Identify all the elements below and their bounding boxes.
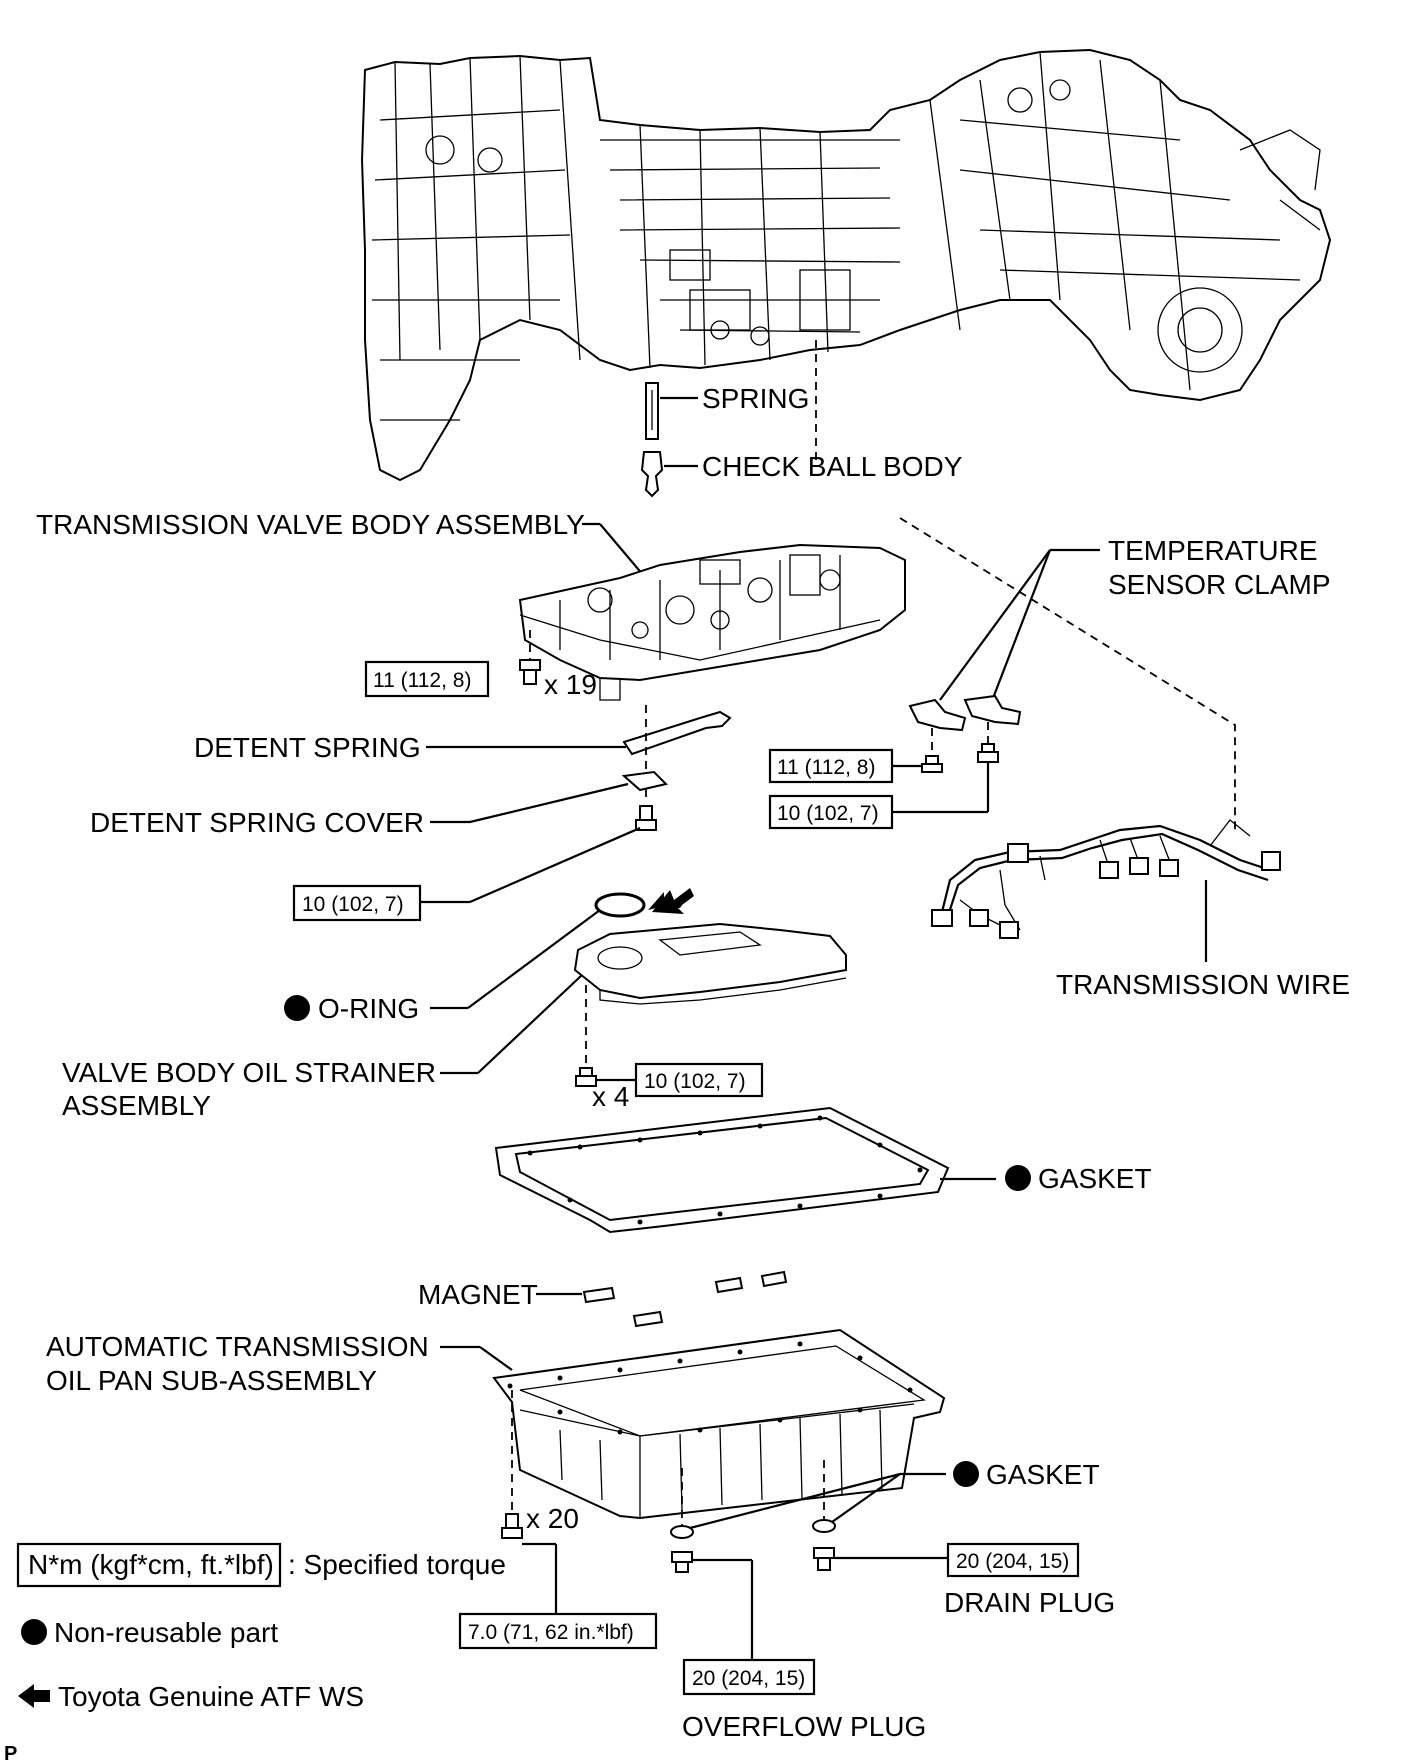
label-check-ball-body: CHECK BALL BODY — [702, 451, 963, 482]
legend-torque-description: : Specified torque — [288, 1549, 506, 1580]
label-overflow-plug: OVERFLOW PLUG — [682, 1711, 926, 1742]
torque-overflow-plug: 20 (204, 15) — [692, 1667, 805, 1690]
label-magnet: MAGNET — [418, 1279, 538, 1310]
valve-body-assembly-part — [518, 543, 906, 701]
clamp-bolt-b — [977, 743, 999, 763]
temp-sensor-clamp-b — [963, 694, 1022, 726]
torque-drain-plug: 20 (204, 15) — [956, 1550, 1069, 1573]
legend-atf: Toyota Genuine ATF WS — [58, 1681, 364, 1712]
torque-clamp-a: 11 (112, 8) — [777, 756, 875, 779]
drain-plug-part — [813, 1547, 835, 1571]
magnet-parts — [582, 1270, 788, 1328]
qty-pan-bolts: x 20 — [526, 1503, 579, 1534]
qty-valve-body-bolts: x 19 — [544, 669, 597, 700]
valve-body-oil-strainer-part — [573, 922, 847, 1005]
overflow-plug-gasket — [670, 1525, 694, 1539]
overflow-plug-part — [671, 1551, 693, 1573]
torque-strainer: 10 (102, 7) — [644, 1070, 746, 1093]
non-reusable-dot-gasket-pan — [1005, 1165, 1031, 1191]
label-oil-pan-line2: OIL PAN SUB-ASSEMBLY — [46, 1365, 377, 1396]
spring-part — [645, 382, 659, 440]
torque-valve-body: 11 (112, 8) — [373, 669, 471, 692]
check-ball-body-part — [640, 451, 664, 498]
transmission-case-illustration — [360, 48, 1332, 482]
legend-non-reusable-dot — [21, 1619, 47, 1645]
detent-cover-bolt — [635, 805, 657, 831]
label-strainer-line1: VALVE BODY OIL STRAINER — [62, 1057, 436, 1088]
oil-pan-part — [492, 1328, 946, 1520]
pan-bolt — [501, 1513, 523, 1539]
label-transmission-wire: TRANSMISSION WIRE — [1056, 969, 1350, 1000]
legend: N*m (kgf*cm, ft.*lbf) : Specified torque… — [16, 1542, 506, 1712]
valve-body-bolt — [519, 659, 541, 685]
temp-sensor-clamp-a — [908, 698, 967, 732]
label-spring: SPRING — [702, 383, 809, 414]
torque-clamp-b: 10 (102, 7) — [777, 802, 879, 825]
label-detent-spring: DETENT SPRING — [194, 732, 421, 763]
label-detent-spring-cover: DETENT SPRING COVER — [90, 807, 424, 838]
label-o-ring: O-RING — [318, 993, 419, 1024]
legend-torque-units: N*m (kgf*cm, ft.*lbf) — [28, 1549, 274, 1580]
page-marker: P — [4, 1743, 17, 1763]
detent-spring-part — [622, 710, 732, 756]
pan-gasket-part — [494, 1106, 950, 1234]
label-temp-sensor-clamp-line2: SENSOR CLAMP — [1108, 569, 1331, 600]
o-ring-part — [594, 892, 646, 918]
torque-pan-bolt: 7.0 (71, 62 in.*lbf) — [468, 1621, 634, 1644]
label-strainer-line2: ASSEMBLY — [62, 1090, 211, 1121]
qty-strainer-bolts: x 4 — [592, 1081, 629, 1112]
label-oil-pan-line1: AUTOMATIC TRANSMISSION — [46, 1331, 429, 1362]
transmission-wire-part — [931, 819, 1281, 939]
non-reusable-dot-o-ring — [284, 995, 310, 1021]
detent-spring-cover-part — [621, 770, 668, 792]
legend-atf-arrow-icon — [18, 1684, 50, 1708]
legend-non-reusable: Non-reusable part — [54, 1617, 278, 1648]
label-gasket-plugs: GASKET — [986, 1459, 1100, 1490]
label-gasket-pan: GASKET — [1038, 1163, 1152, 1194]
torque-detent-cover: 10 (102, 7) — [302, 893, 404, 916]
label-valve-body-assembly: TRANSMISSION VALVE BODY ASSEMBLY — [36, 509, 585, 540]
drain-plug-gasket — [812, 1519, 836, 1533]
clamp-bolt-a — [921, 755, 943, 773]
non-reusable-dot-gasket-plugs — [953, 1461, 979, 1487]
atf-arrow-icon — [648, 888, 694, 914]
label-temp-sensor-clamp-line1: TEMPERATURE — [1108, 535, 1318, 566]
label-drain-plug: DRAIN PLUG — [944, 1587, 1115, 1618]
